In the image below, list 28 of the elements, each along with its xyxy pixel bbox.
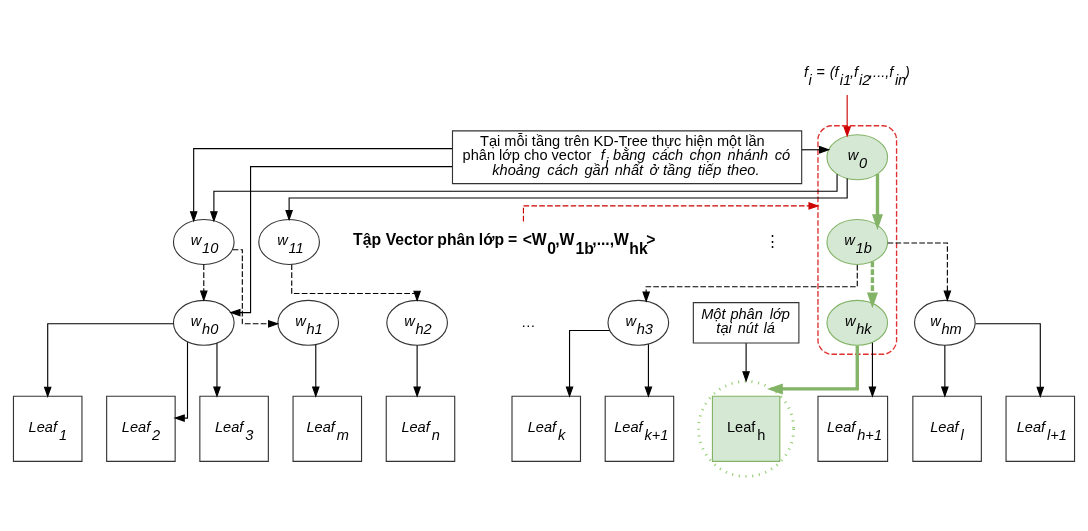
arrow (229, 166, 453, 317)
arrow (311, 344, 320, 398)
arrow (767, 345, 859, 395)
arrow (189, 148, 453, 223)
arrow (213, 342, 221, 398)
arrow (173, 341, 189, 423)
arrow (975, 323, 1045, 398)
arrow (565, 330, 611, 398)
arrow (644, 343, 653, 398)
label: … (520, 313, 536, 330)
arrow (887, 242, 952, 302)
arrow (642, 264, 858, 303)
arrow (291, 263, 422, 302)
arrow (43, 323, 174, 398)
arrow (232, 249, 280, 328)
node-box: Một phân lớp tại nút lá (692, 302, 800, 344)
arrow (413, 344, 422, 398)
arrow (940, 344, 949, 398)
arrow (199, 263, 208, 302)
arrow (522, 201, 820, 222)
arrow (871, 173, 883, 231)
arrow (209, 173, 838, 223)
label: ⋮ (764, 232, 780, 249)
arrow (868, 342, 877, 398)
arrow (742, 342, 751, 383)
arrow (843, 94, 852, 138)
arrow (866, 261, 878, 309)
arrow (285, 178, 848, 222)
